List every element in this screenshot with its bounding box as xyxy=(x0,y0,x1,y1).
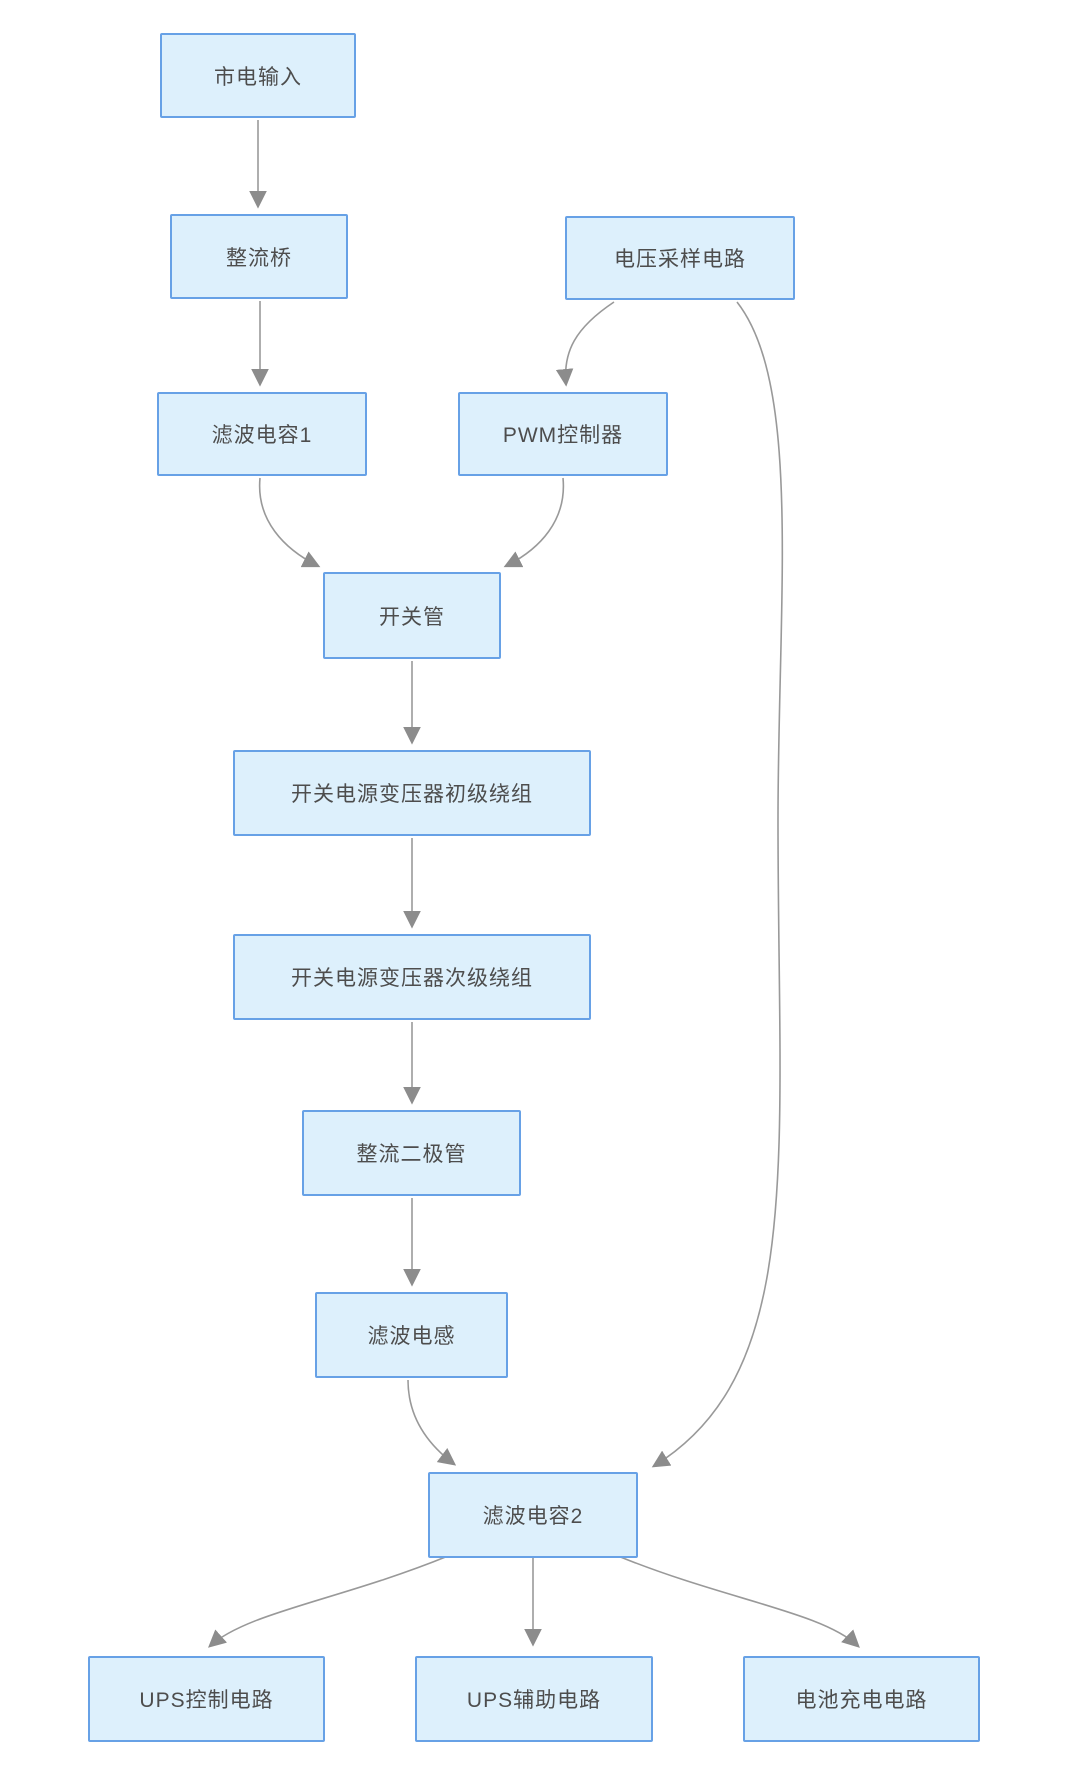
node-smps-transformer-primary-winding-label: 开关电源变压器初级绕组 xyxy=(291,783,533,806)
edge-pwm-controller-to-switching-transistor xyxy=(503,477,565,568)
node-switching-transistor-label: 开关管 xyxy=(379,605,445,629)
node-filter-inductor: 滤波电感 xyxy=(315,1292,508,1378)
node-mains-input: 市电输入 xyxy=(160,33,356,118)
node-ups-control-circuit: UPS控制电路 xyxy=(88,1656,325,1742)
node-pwm-controller-label: PWM控制器 xyxy=(502,424,624,447)
node-filter-capacitor-2-label: 滤波电容2 xyxy=(482,1505,584,1528)
edge-filter-capacitor-2-to-ups-control xyxy=(208,1555,449,1648)
node-voltage-sampling-circuit-label: 电压采样电路 xyxy=(614,248,746,271)
node-smps-transformer-primary-winding: 开关电源变压器初级绕组 xyxy=(233,750,591,836)
node-filter-capacitor-1-label: 滤波电容1 xyxy=(211,424,313,447)
edge-filter-capacitor-1-to-switching-transistor xyxy=(258,477,321,568)
node-rectifier-diode: 整流二极管 xyxy=(302,1110,521,1196)
node-rectifier-bridge-label: 整流桥 xyxy=(226,246,292,270)
node-battery-charging-circuit: 电池充电电路 xyxy=(743,1656,980,1742)
edge-filter-inductor-to-filter-capacitor-2 xyxy=(407,1379,457,1466)
node-smps-transformer-secondary-winding-label: 开关电源变压器次级绕组 xyxy=(291,967,533,990)
edge-voltage-sampling-to-pwm-controller xyxy=(555,301,615,387)
node-voltage-sampling-circuit: 电压采样电路 xyxy=(565,216,795,300)
node-smps-transformer-secondary-winding: 开关电源变压器次级绕组 xyxy=(233,934,591,1020)
node-mains-input-label: 市电输入 xyxy=(214,65,302,89)
node-filter-capacitor-1: 滤波电容1 xyxy=(157,392,367,476)
node-ups-auxiliary-circuit-label: UPS辅助电路 xyxy=(466,1689,602,1712)
edge-filter-capacitor-2-to-battery-charging xyxy=(617,1555,860,1648)
node-pwm-controller: PWM控制器 xyxy=(458,392,668,476)
node-battery-charging-circuit-label: 电池充电电路 xyxy=(795,1689,928,1712)
node-ups-control-circuit-label: UPS控制电路 xyxy=(139,1689,274,1712)
node-switching-transistor: 开关管 xyxy=(323,572,501,659)
node-filter-inductor-label: 滤波电感 xyxy=(367,1325,456,1348)
node-filter-capacitor-2: 滤波电容2 xyxy=(428,1472,638,1558)
edge-voltage-sampling-to-filter-capacitor-2 xyxy=(651,301,784,1468)
node-rectifier-bridge: 整流桥 xyxy=(170,214,348,299)
node-rectifier-diode-label: 整流二极管 xyxy=(356,1143,467,1166)
node-ups-auxiliary-circuit: UPS辅助电路 xyxy=(415,1656,653,1742)
